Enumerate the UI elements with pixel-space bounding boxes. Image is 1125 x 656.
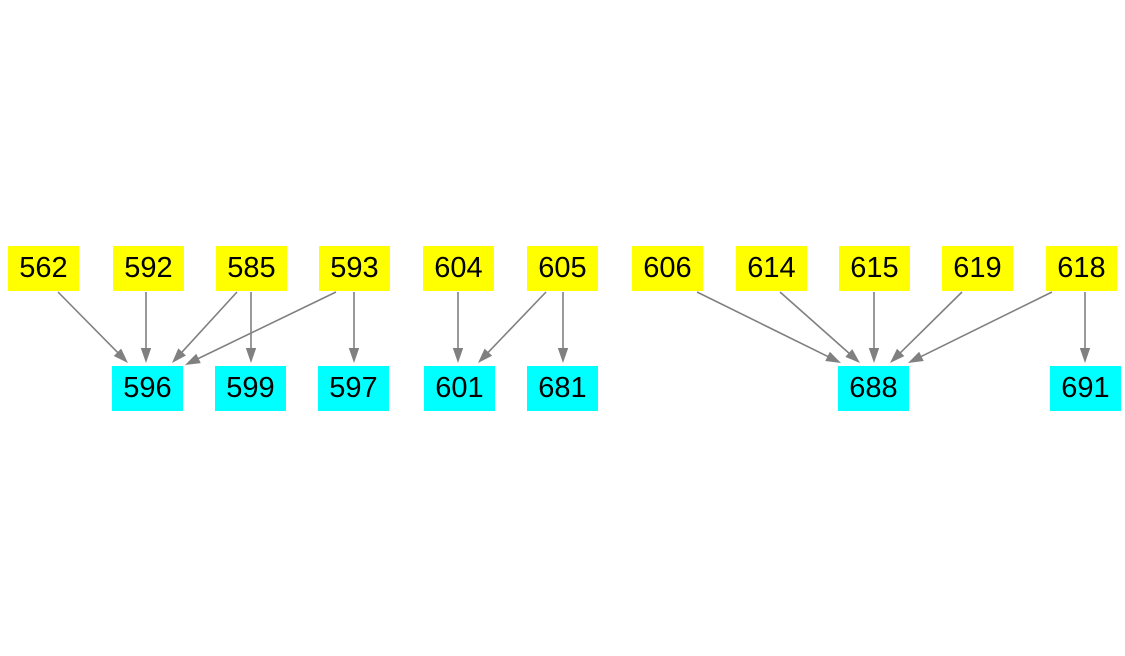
node-604[interactable]: 604: [423, 246, 494, 291]
node-box-593[interactable]: [319, 246, 390, 291]
edge-593-to-596: [185, 291, 337, 365]
node-601[interactable]: 601: [424, 366, 495, 411]
arrowhead-icon: [452, 348, 464, 363]
node-box-619[interactable]: [942, 246, 1013, 291]
node-box-618[interactable]: [1046, 246, 1117, 291]
arrowhead-icon: [113, 348, 128, 363]
edge-line: [897, 291, 963, 356]
edge-585-to-596: [172, 291, 238, 363]
arrowhead-icon: [868, 348, 880, 363]
node-614[interactable]: 614: [736, 246, 807, 291]
edge-592-to-596: [140, 292, 152, 363]
node-box-585[interactable]: [216, 246, 287, 291]
edge-605-to-601: [478, 291, 547, 363]
node-box-606[interactable]: [632, 246, 703, 291]
arrowhead-icon: [825, 351, 841, 363]
edges-layer: [57, 291, 1091, 365]
edge-614-to-688: [779, 291, 860, 363]
node-606[interactable]: 606: [632, 246, 703, 291]
edge-615-to-688: [868, 292, 880, 363]
edge-585-to-599: [245, 292, 257, 363]
node-label-605: 605: [538, 252, 586, 284]
node-label-592: 592: [124, 252, 172, 284]
node-label-614: 614: [747, 252, 795, 284]
edge-618-to-691: [1079, 292, 1091, 363]
edge-line: [779, 291, 852, 356]
arrowhead-icon: [890, 348, 905, 363]
edge-line: [918, 291, 1053, 359]
node-label-618: 618: [1057, 252, 1105, 284]
node-label-596: 596: [123, 372, 171, 404]
edge-line: [485, 291, 547, 355]
arrowhead-icon: [348, 348, 360, 363]
node-596[interactable]: 596: [112, 366, 183, 411]
node-562[interactable]: 562: [8, 246, 79, 291]
node-599[interactable]: 599: [215, 366, 286, 411]
arrowhead-icon: [478, 348, 493, 363]
edge-619-to-688: [890, 291, 963, 363]
arrowhead-icon: [245, 348, 257, 363]
node-label-601: 601: [435, 372, 483, 404]
node-label-615: 615: [850, 252, 898, 284]
node-box-688[interactable]: [838, 366, 909, 411]
arrowhead-icon: [845, 349, 860, 363]
arrowhead-icon: [908, 351, 924, 363]
node-label-619: 619: [953, 252, 1001, 284]
edge-604-to-601: [452, 292, 464, 363]
edge-line: [696, 291, 831, 359]
node-label-585: 585: [227, 252, 275, 284]
node-box-599[interactable]: [215, 366, 286, 411]
node-box-596[interactable]: [112, 366, 183, 411]
edge-line: [179, 291, 238, 355]
node-box-562[interactable]: [8, 246, 79, 291]
node-box-592[interactable]: [113, 246, 184, 291]
nodes-layer: 562 592 585 593 604 605 606 614 615 619 618 596 599 5…: [8, 246, 1121, 411]
node-label-562: 562: [19, 252, 67, 284]
edge-618-to-688: [908, 291, 1053, 363]
arrowhead-icon: [172, 348, 186, 363]
edge-605-to-681: [557, 292, 569, 363]
node-label-593: 593: [330, 252, 378, 284]
node-681[interactable]: 681: [527, 366, 598, 411]
edge-line: [57, 291, 121, 356]
arrowhead-icon: [557, 348, 569, 363]
node-597[interactable]: 597: [318, 366, 389, 411]
node-615[interactable]: 615: [839, 246, 910, 291]
arrowhead-icon: [185, 353, 201, 365]
node-label-597: 597: [329, 372, 377, 404]
node-label-691: 691: [1061, 372, 1109, 404]
node-592[interactable]: 592: [113, 246, 184, 291]
node-691[interactable]: 691: [1050, 366, 1121, 411]
edge-562-to-596: [57, 291, 128, 363]
edge-593-to-597: [348, 292, 360, 363]
arrowhead-icon: [1079, 348, 1091, 363]
node-box-691[interactable]: [1050, 366, 1121, 411]
node-618[interactable]: 618: [1046, 246, 1117, 291]
node-585[interactable]: 585: [216, 246, 287, 291]
node-593[interactable]: 593: [319, 246, 390, 291]
node-label-606: 606: [643, 252, 691, 284]
node-box-681[interactable]: [527, 366, 598, 411]
node-box-597[interactable]: [318, 366, 389, 411]
node-605[interactable]: 605: [527, 246, 598, 291]
node-619[interactable]: 619: [942, 246, 1013, 291]
node-label-604: 604: [434, 252, 482, 284]
node-box-614[interactable]: [736, 246, 807, 291]
node-label-681: 681: [538, 372, 586, 404]
node-label-599: 599: [226, 372, 274, 404]
edge-606-to-688: [696, 291, 841, 363]
node-box-605[interactable]: [527, 246, 598, 291]
arrowhead-icon: [140, 348, 152, 363]
node-box-604[interactable]: [423, 246, 494, 291]
node-label-688: 688: [849, 372, 897, 404]
node-box-615[interactable]: [839, 246, 910, 291]
node-box-601[interactable]: [424, 366, 495, 411]
edge-line: [195, 291, 337, 361]
node-688[interactable]: 688: [838, 366, 909, 411]
